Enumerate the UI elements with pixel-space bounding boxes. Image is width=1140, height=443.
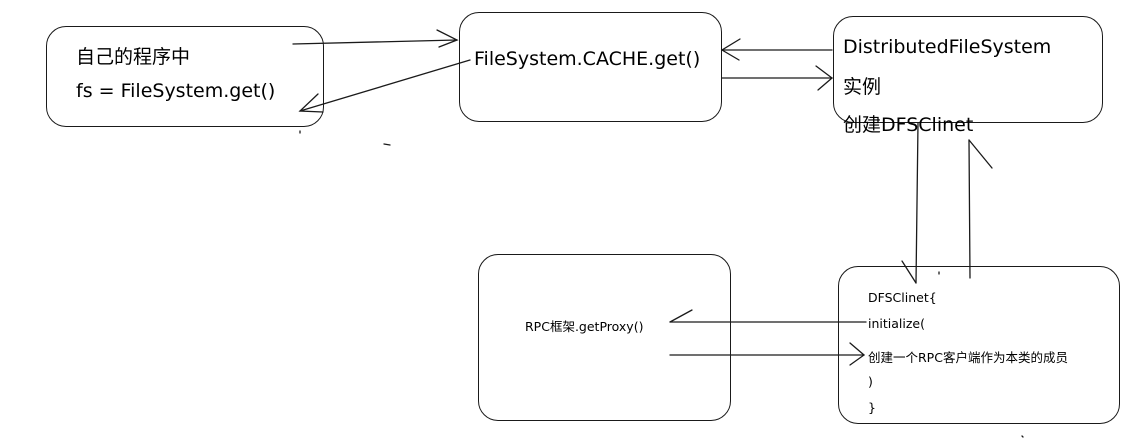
dfsclient-open: DFSClinet{ [868,290,937,305]
arrowhead-cache-to-dfs [815,65,834,91]
dfsclient-box [838,266,1120,424]
arrow-cache-to-program [299,59,471,112]
fs-get-call: fs = FileSystem.get() [76,80,276,102]
rpc-getproxy-call: RPC框架.getProxy() [525,319,644,334]
dfs-class-name: DistributedFileSystem [843,36,1052,58]
stroke-mark [383,143,391,146]
dfs-instance-label: 实例 [843,76,882,98]
initialize-call: initialize( [868,316,925,331]
arrowhead-dfs-to-cache [720,38,741,61]
own-program-box [46,26,324,127]
create-dfsclient-label: 创建DFSClinet [843,114,974,136]
cache-get-call: FileSystem.CACHE.get() [474,48,701,70]
cache-box [459,12,722,122]
arrow-dfsclient-to-dfs [968,139,971,279]
dfs-instance-box [833,16,1103,123]
rpc-box [478,254,731,421]
initialize-close: ) [868,374,873,389]
create-rpc-client-label: 创建一个RPC客户端作为本类的成员 [868,350,1068,365]
stroke-mark [1021,435,1024,438]
arrow-dfs-to-dfsclient [915,122,919,284]
own-program-label: 自己的程序中 [76,46,191,68]
dfsclient-close: } [868,400,876,415]
arrowhead-dfsclient-to-dfs [968,139,993,169]
arrowhead-program-to-cache [436,29,459,48]
